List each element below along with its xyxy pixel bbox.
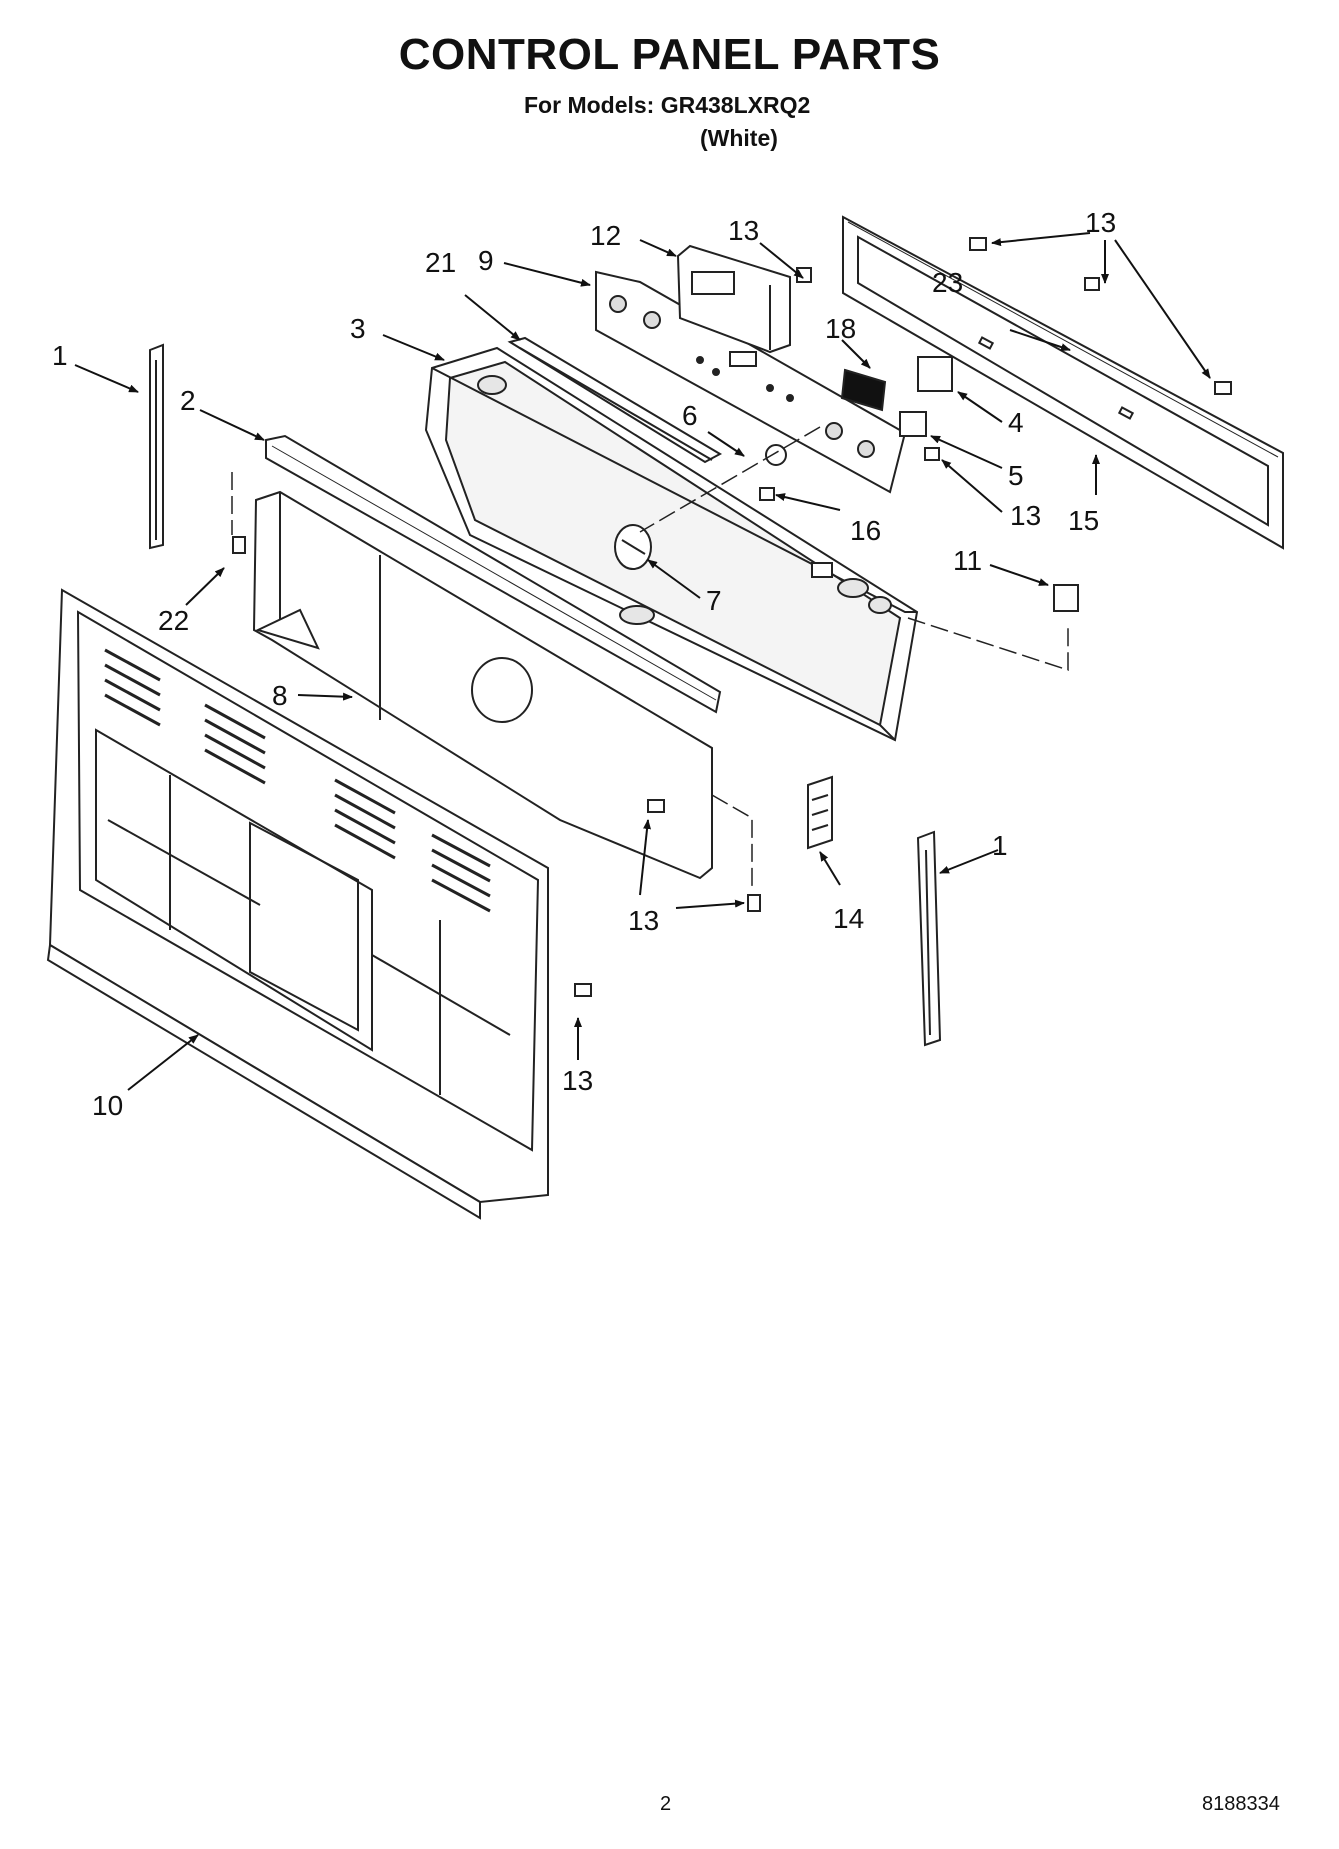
- knob: [614, 524, 652, 570]
- overlay-label: [840, 368, 887, 412]
- callout-22: 22: [158, 605, 189, 636]
- callout-1: 1: [992, 830, 1008, 861]
- callout-12: 12: [590, 220, 621, 251]
- callout-16: 16: [850, 515, 881, 546]
- callout-23: 23: [932, 267, 963, 298]
- switch-5: [899, 411, 927, 437]
- assembly-guide-lines: [231, 426, 1069, 890]
- callout-2: 2: [180, 385, 196, 416]
- callout-8: 8: [272, 680, 288, 711]
- lamp-socket-11: [1053, 584, 1079, 612]
- side-trim-right: [916, 830, 942, 1047]
- callout-13: 13: [728, 215, 759, 246]
- callout-13: 13: [1010, 500, 1041, 531]
- callout-7: 7: [706, 585, 722, 616]
- rear-panel-frame: [842, 215, 1284, 550]
- electronic-control: [676, 244, 791, 354]
- callout-13: 13: [1085, 207, 1116, 238]
- spring-clip-14: [807, 775, 833, 850]
- leader-arrows: [74, 232, 1211, 1091]
- callout-6: 6: [682, 400, 698, 431]
- screws: [232, 237, 1232, 997]
- switch-4: [917, 356, 953, 392]
- callout-15: 15: [1068, 505, 1099, 536]
- models-line: For Models: GR438LXRQ2: [524, 92, 811, 118]
- back-panel: [46, 588, 549, 1220]
- color-variant: (White): [700, 125, 778, 151]
- page-number: 2: [660, 1793, 672, 1815]
- callout-11: 11: [953, 545, 982, 576]
- callout-13: 13: [628, 905, 659, 936]
- control-bezel: [595, 270, 907, 494]
- top-trim-bar: [265, 434, 722, 714]
- callout-10: 10: [92, 1090, 123, 1121]
- control-console: [424, 346, 919, 742]
- callout-9: 9: [478, 245, 494, 276]
- callout-3: 3: [350, 313, 366, 344]
- callout-1: 1: [52, 340, 68, 371]
- callout-13: 13: [562, 1065, 593, 1096]
- side-trim-left: [149, 343, 164, 550]
- page-title: CONTROL PANEL PARTS: [398, 30, 941, 79]
- callout-18: 18: [825, 313, 856, 344]
- document-number: 8188334: [1202, 1793, 1280, 1815]
- callout-4: 4: [1008, 407, 1024, 438]
- callout-21: 21: [425, 247, 456, 278]
- callout-5: 5: [1008, 460, 1024, 491]
- callout-14: 14: [833, 903, 864, 934]
- inner-shield: [252, 490, 713, 880]
